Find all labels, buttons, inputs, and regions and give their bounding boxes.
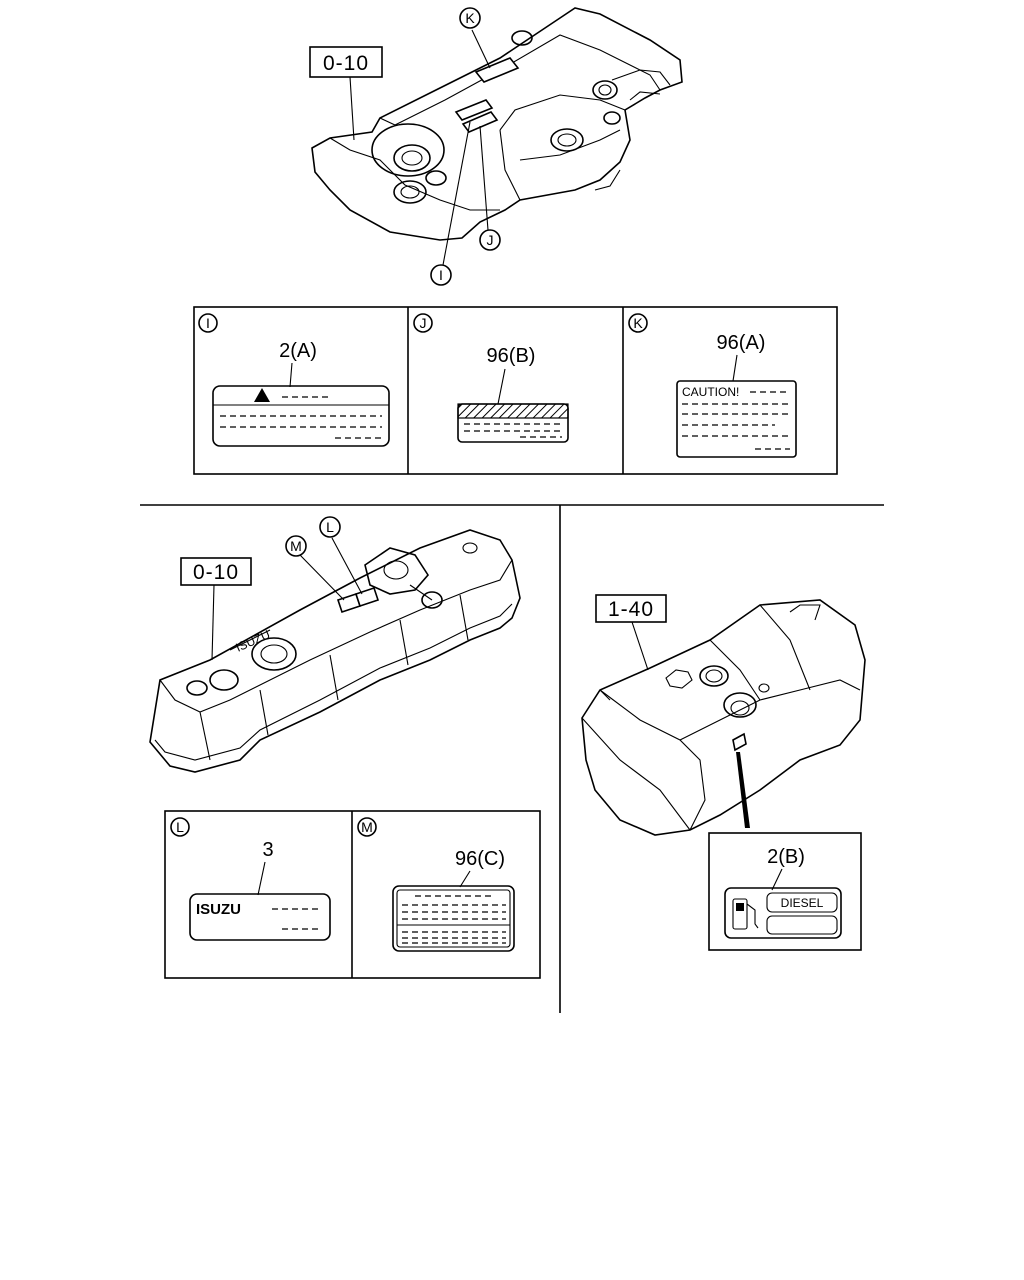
label-cell-m: M 96(C) xyxy=(357,817,515,952)
label-cell-l: L 3 ISUZU xyxy=(170,817,331,941)
cell-m-part: 96(C) xyxy=(455,848,505,870)
callout-m-mid: M xyxy=(290,538,302,554)
tank-part: 2(B) xyxy=(767,846,805,868)
cell-j-part: 96(B) xyxy=(487,345,536,367)
hatched-header xyxy=(457,403,569,419)
isuzu-brand-text: ISUZU xyxy=(196,901,241,918)
callout-k-circle xyxy=(459,7,481,29)
cell-l-part: 3 xyxy=(262,839,273,861)
caution-text: CAUTION! xyxy=(682,385,739,399)
label-table-top xyxy=(193,306,838,475)
ref-box-top xyxy=(309,46,383,78)
warning-triangle-icon xyxy=(254,388,270,402)
callout-i-circle xyxy=(430,264,452,286)
top-assembly-drawing xyxy=(311,7,683,241)
callout-i-top: I xyxy=(439,267,443,283)
callout-j-circle xyxy=(479,229,501,251)
ref-tank-text: 1-40 xyxy=(608,598,654,621)
diesel-label xyxy=(724,887,842,939)
cell-m-letter: M xyxy=(361,819,373,835)
callout-l-circle xyxy=(319,516,341,538)
label-cell-k: K 96(A) CAUTION! xyxy=(628,313,797,458)
cell-l-letter: L xyxy=(176,819,184,835)
cell-j-letter: J xyxy=(420,315,427,331)
cell-i-part: 2(A) xyxy=(279,340,317,362)
cell-k-part: 96(A) xyxy=(717,332,766,354)
caution-label-k xyxy=(676,380,797,458)
diesel-text: DIESEL xyxy=(781,896,824,910)
ref-top-text: 0-10 xyxy=(323,52,369,75)
label-cell-i: I 2(A) xyxy=(198,313,390,447)
isuzu-label xyxy=(189,893,331,941)
callout-j-top: J xyxy=(487,232,494,248)
ref-box-tank xyxy=(595,594,667,623)
label-cell-tank: 2(B) DIESEL xyxy=(708,832,862,951)
callout-l-mid: L xyxy=(326,519,334,535)
ref-box-middle xyxy=(180,557,252,586)
fuel-pump-icon xyxy=(732,898,759,930)
cell-i-letter: I xyxy=(206,315,210,331)
cell-k-letter: K xyxy=(633,315,643,331)
ref-middle-text: 0-10 xyxy=(193,561,239,584)
tank-label-box xyxy=(708,832,862,951)
callout-m-circle xyxy=(285,535,307,557)
info-label-m xyxy=(392,885,515,952)
rocker-cover-drawing: ISUZU xyxy=(149,529,521,773)
warning-label-i xyxy=(212,385,390,447)
leader-wedge-tank xyxy=(736,752,750,828)
callout-k-top: K xyxy=(465,10,475,26)
label-cell-j: J 96(B) xyxy=(413,313,569,443)
fuel-tank-drawing xyxy=(581,599,866,836)
